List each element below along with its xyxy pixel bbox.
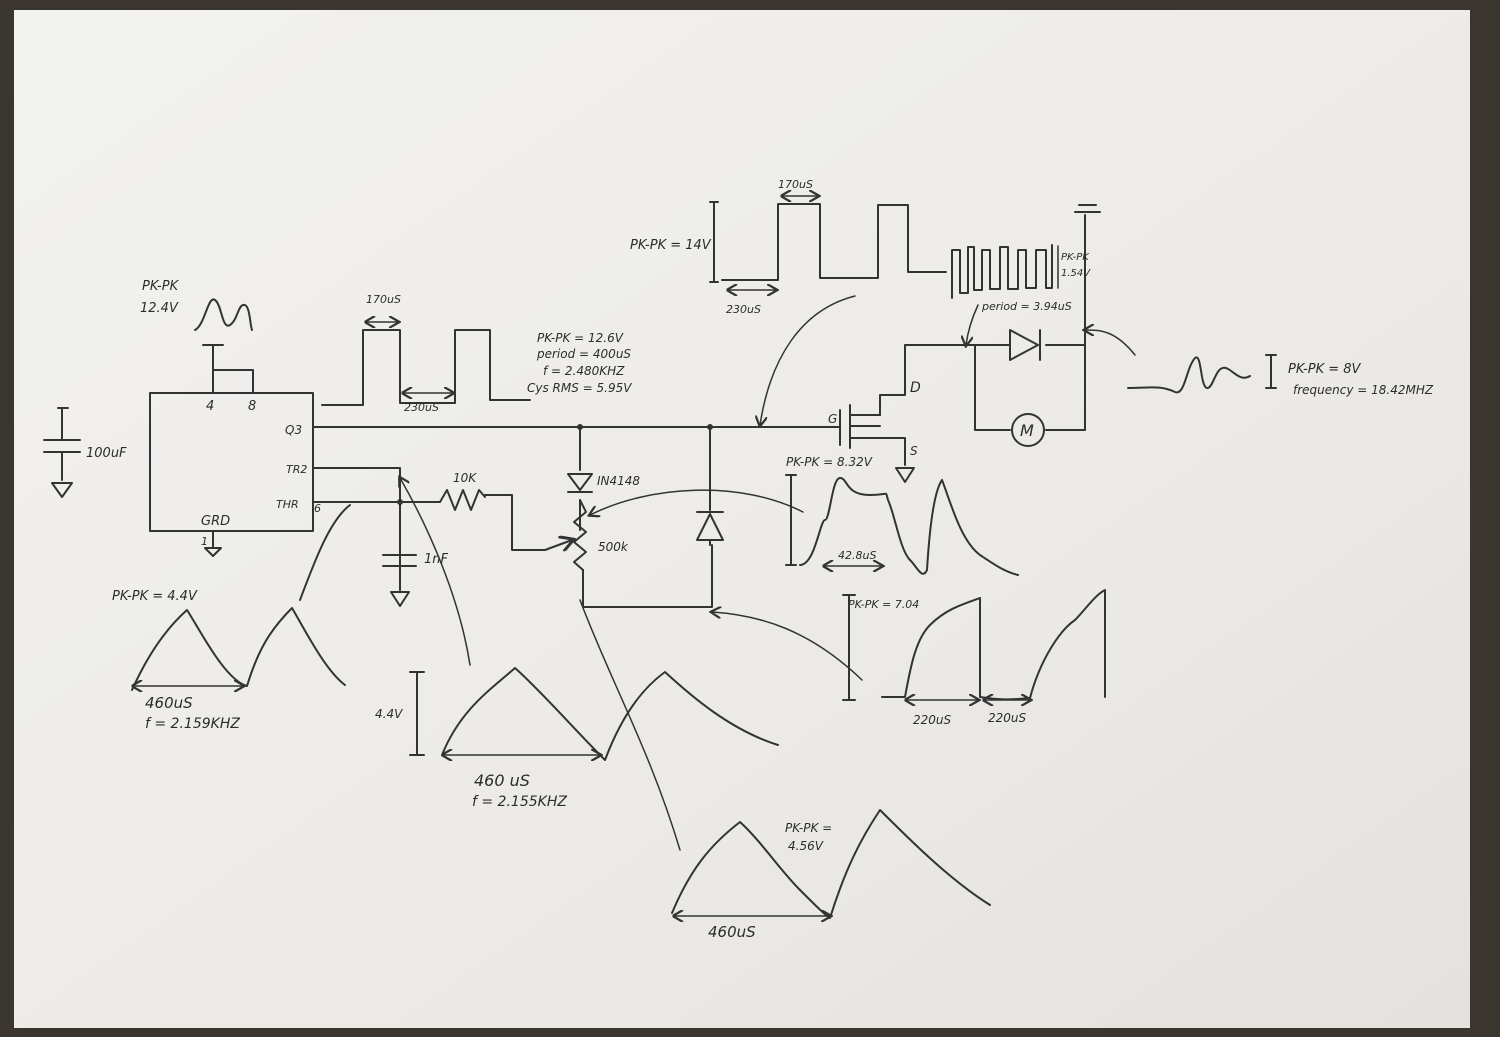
svg-text:230uS: 230uS — [404, 401, 439, 414]
ic-pin-1: 1 — [201, 535, 208, 548]
resistor-10k: 10K — [439, 471, 486, 511]
main-wiring — [312, 424, 841, 608]
ic-pin-tr: TR2 — [286, 463, 307, 476]
mosfet: G D S — [828, 344, 966, 483]
bottom-waveform: 460uS PK-PK = 4.56V — [579, 599, 991, 941]
svg-text:f = 2.155KHZ: f = 2.155KHZ — [472, 794, 567, 810]
svg-text:PK-PK = 14V: PK-PK = 14V — [630, 238, 712, 253]
diode-1n4148-label: IN4148 — [597, 474, 640, 488]
ic-pin-6: 6 — [314, 502, 321, 515]
resistor-10k-label: 10K — [453, 471, 477, 485]
trigger-waveform: 4.4V 460 uS f = 2.155KHZ — [375, 478, 779, 810]
svg-text:PK-PK = 8V: PK-PK = 8V — [1288, 362, 1362, 377]
ic-pin-thr: THR — [276, 498, 299, 511]
svg-text:PK-PK = 8.32V: PK-PK = 8.32V — [786, 455, 873, 469]
svg-text:Cys RMS = 5.95V: Cys RMS = 5.95V — [527, 381, 632, 395]
svg-text:460 uS: 460 uS — [474, 771, 530, 790]
svg-text:PK-PK: PK-PK — [1061, 252, 1090, 263]
svg-text:170uS: 170uS — [366, 293, 401, 306]
svg-text:170uS: 170uS — [778, 178, 813, 191]
svg-text:PK-PK = 4.4V: PK-PK = 4.4V — [112, 589, 198, 604]
cap-1nf-label: 1nF — [424, 552, 449, 567]
motor-symbol — [1011, 413, 1045, 447]
svg-text:PK-PK = 7.04: PK-PK = 7.04 — [848, 598, 919, 611]
ic-pin-4: 4 — [206, 399, 214, 414]
svg-text:PK-PK = 12.6V: PK-PK = 12.6V — [537, 331, 624, 345]
timing-cap-waveform: PK-PK = 4.4V 460uS f = 2.159KHZ — [112, 504, 351, 732]
svg-text:period = 400uS: period = 400uS — [536, 347, 631, 361]
mosfet-gate-label: G — [828, 412, 837, 426]
paper-sheet — [14, 10, 1470, 1028]
potentiometer-500k: 500k — [544, 499, 629, 571]
svg-text:220uS: 220uS — [913, 713, 952, 727]
svg-text:f = 2.480KHZ: f = 2.480KHZ — [543, 364, 625, 378]
svg-text:PK-PK =: PK-PK = — [785, 821, 832, 835]
cap-100uf-label: 100uF — [86, 446, 127, 461]
supply-waveform: PK-PK 12.4V — [140, 279, 253, 331]
motor-pwm-waveform: PK-PK 1.54V period = 3.94uS — [951, 244, 1091, 345]
motor-label: M — [1020, 421, 1034, 440]
pot-500k-label: 500k — [598, 540, 629, 554]
diode-flyback — [696, 511, 724, 546]
svg-text:12.4V: 12.4V — [140, 301, 179, 316]
ic-pin-gnd: GRD — [201, 514, 230, 529]
svg-text:220uS: 220uS — [988, 711, 1027, 725]
diode-node-waveform: PK-PK = 7.04 220uS 220uS — [712, 589, 1106, 727]
svg-text:PK-PK: PK-PK — [142, 279, 180, 294]
motor-noise-waveform: PK-PK = 8V frequency = 18.42MHZ — [1085, 330, 1434, 397]
diode-1n4148: IN4148 — [567, 473, 640, 493]
svg-text:f = 2.159KHZ: f = 2.159KHZ — [145, 716, 240, 732]
svg-text:460uS: 460uS — [145, 694, 193, 712]
svg-text:460uS: 460uS — [708, 923, 756, 941]
ic-pin-8: 8 — [248, 399, 256, 414]
svg-text:42.8uS: 42.8uS — [838, 549, 876, 562]
svg-text:frequency = 18.42MHZ: frequency = 18.42MHZ — [1293, 383, 1434, 397]
capacitor-100uf: 100uF — [43, 407, 127, 498]
pot-wiper-waveform: PK-PK = 8.32V 42.8uS — [590, 455, 1019, 576]
motor-loop: M — [964, 204, 1101, 447]
mosfet-source-label: S — [910, 444, 918, 458]
svg-text:period = 3.94uS: period = 3.94uS — [981, 300, 1072, 313]
svg-text:1.54V: 1.54V — [1061, 268, 1091, 279]
ic-pin-q: Q3 — [285, 423, 302, 437]
capacitor-1nf: 1nF — [382, 552, 449, 607]
ic-555: 4 8 Q3 TR2 THR 6 GRD 1 — [149, 344, 321, 557]
gate-square-waveform: PK-PK = 14V 170uS 230uS — [630, 178, 947, 425]
svg-text:4.56V: 4.56V — [788, 839, 824, 853]
mosfet-drain-label: D — [910, 380, 921, 396]
output-square-waveform: 170uS 230uS PK-PK = 12.6V period = 400uS… — [321, 293, 632, 414]
svg-text:4.4V: 4.4V — [375, 707, 403, 721]
svg-text:230uS: 230uS — [726, 303, 761, 316]
